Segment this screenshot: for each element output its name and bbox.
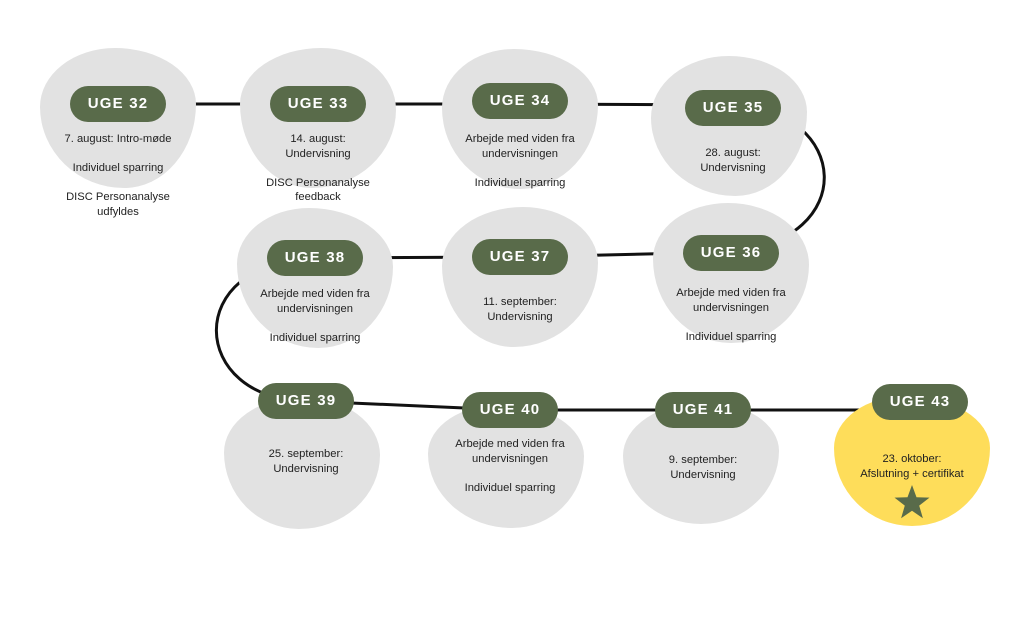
- week-description-36: Arbejde med viden fra undervisningen Ind…: [676, 287, 786, 343]
- week-bubble: [442, 49, 598, 189]
- week-description-32: 7. august: Intro-møde Individuel sparrin…: [64, 133, 172, 218]
- week-bubble: [237, 208, 393, 348]
- week-label-37: UGE 37: [472, 239, 568, 275]
- week-description-41: 9. september: Undervisning: [668, 454, 738, 481]
- week-bubble: [442, 207, 598, 347]
- week-label-39: UGE 39: [258, 383, 354, 419]
- week-label-38: UGE 38: [267, 240, 363, 276]
- week-bubble: [224, 397, 380, 529]
- week-bubble: [651, 56, 807, 196]
- week-label-33: UGE 33: [270, 86, 366, 122]
- week-description-37: 11. september: Undervisning: [483, 296, 557, 323]
- week-description-33: 14. august: Undervisning DISC Personanal…: [266, 133, 370, 203]
- week-label-36: UGE 36: [683, 235, 779, 271]
- week-description-39: 25. september: Undervisning: [268, 448, 344, 475]
- week-label-34: UGE 34: [472, 83, 568, 119]
- week-label-35: UGE 35: [685, 90, 781, 126]
- week-label-41: UGE 41: [655, 392, 751, 428]
- week-bubble: [653, 203, 809, 343]
- week-description-43: 23. oktober: Afslutning + certifikat: [860, 453, 964, 480]
- week-label-40: UGE 40: [462, 392, 558, 428]
- week-description-35: 28. august: Undervisning: [700, 147, 766, 174]
- week-description-40: Arbejde med viden fra undervisningen Ind…: [455, 438, 565, 494]
- week-description-38: Arbejde med viden fra undervisningen Ind…: [260, 288, 370, 344]
- week-label-32: UGE 32: [70, 86, 166, 122]
- week-description-34: Arbejde med viden fra undervisningen Ind…: [465, 133, 575, 189]
- star-icon: [894, 485, 930, 519]
- week-label-43: UGE 43: [872, 384, 968, 420]
